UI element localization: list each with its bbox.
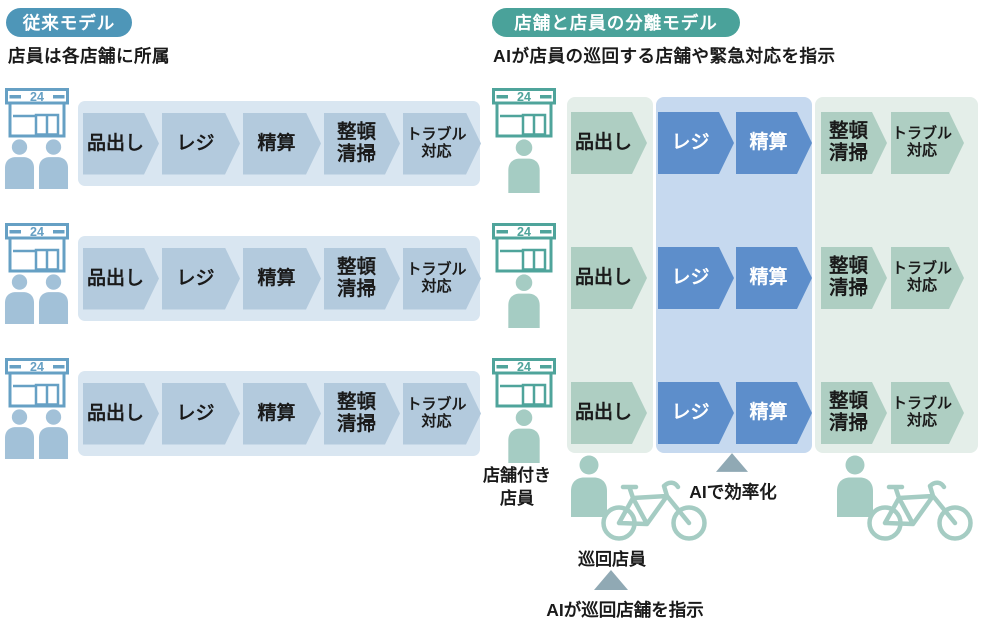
step-shelving: 品出し (83, 383, 159, 445)
traditional-model-caption: 店員は各店舗に所属 (8, 46, 170, 66)
person-icon (508, 139, 540, 193)
store-icon: 24 (492, 223, 556, 273)
up-arrow-triangle (594, 570, 628, 590)
patrol-staff-bicycle-icon (571, 455, 707, 541)
store-icon: 24 (5, 223, 69, 273)
step-settlement-ai: 精算 (736, 112, 812, 174)
ai-efficiency-label: AIで効率化 (689, 482, 777, 502)
separation-model-badge: 店舗と店員の分離モデル (492, 8, 740, 37)
staff-pair-icon (4, 409, 69, 459)
step-cleaning-patrol: 整頓 清掃 (821, 382, 887, 444)
person-icon (4, 274, 35, 324)
step-shelving: 品出し (571, 112, 647, 174)
step-settlement-ai: 精算 (736, 382, 812, 444)
person-icon (508, 409, 540, 463)
step-shelving: 品出し (571, 382, 647, 444)
up-arrow-triangle (716, 453, 748, 472)
step-register-ai: レジ (658, 247, 734, 309)
step-trouble: トラブル 対応 (403, 113, 481, 175)
person-icon (4, 139, 35, 189)
store-sign-24: 24 (517, 360, 531, 374)
person-icon (508, 274, 540, 328)
step-trouble: トラブル 対応 (403, 248, 481, 310)
store-sign-24: 24 (517, 225, 531, 239)
step-trouble-patrol: トラブル 対応 (891, 382, 964, 444)
person-icon (38, 274, 69, 324)
step-shelving: 品出し (83, 248, 159, 310)
store-icon: 24 (5, 88, 69, 138)
step-register-ai: レジ (658, 382, 734, 444)
step-register: レジ (162, 383, 240, 445)
step-trouble-patrol: トラブル 対応 (891, 112, 964, 174)
step-shelving: 品出し (83, 113, 159, 175)
store-icon: 24 (492, 358, 556, 408)
separation-model-caption: AIが店員の巡回する店舗や緊急対応を指示 (493, 46, 836, 66)
step-shelving: 品出し (571, 247, 647, 309)
person-icon (4, 409, 35, 459)
step-register: レジ (162, 113, 240, 175)
step-settlement: 精算 (243, 248, 321, 310)
staff-pair-icon (4, 274, 69, 324)
step-trouble: トラブル 対応 (403, 383, 481, 445)
store-staff-label: 店舗付き 店員 (483, 466, 551, 508)
ai-patrol-instruction-label: AIが巡回店舗を指示 (546, 600, 704, 620)
step-settlement: 精算 (243, 113, 321, 175)
step-register: レジ (162, 248, 240, 310)
task-flow-band: 品出し レジ 精算 整頓 清掃 トラブル 対応 (78, 236, 480, 321)
person-icon (38, 409, 69, 459)
step-cleaning-patrol: 整頓 清掃 (821, 112, 887, 174)
staff-pair-icon (4, 139, 69, 189)
step-cleaning: 整頓 清掃 (324, 383, 400, 445)
store-sign-24: 24 (517, 90, 531, 104)
patrol-staff-bicycle-icon (837, 455, 973, 541)
step-trouble-patrol: トラブル 対応 (891, 247, 964, 309)
task-flow-band: 品出し レジ 精算 整頓 清掃 トラブル 対応 (78, 371, 480, 456)
store-sign-24: 24 (30, 225, 44, 239)
step-register-ai: レジ (658, 112, 734, 174)
task-flow-band: 品出し レジ 精算 整頓 清掃 トラブル 対応 (78, 101, 480, 186)
traditional-model-badge: 従来モデル (6, 8, 132, 37)
store-icon: 24 (5, 358, 69, 408)
step-cleaning: 整頓 清掃 (324, 113, 400, 175)
step-cleaning: 整頓 清掃 (324, 248, 400, 310)
step-cleaning-patrol: 整頓 清掃 (821, 247, 887, 309)
step-settlement-ai: 精算 (736, 247, 812, 309)
store-sign-24: 24 (30, 360, 44, 374)
person-icon (38, 139, 69, 189)
store-sign-24: 24 (30, 90, 44, 104)
patrol-staff-label: 巡回店員 (578, 550, 646, 569)
store-icon: 24 (492, 88, 556, 138)
step-settlement: 精算 (243, 383, 321, 445)
